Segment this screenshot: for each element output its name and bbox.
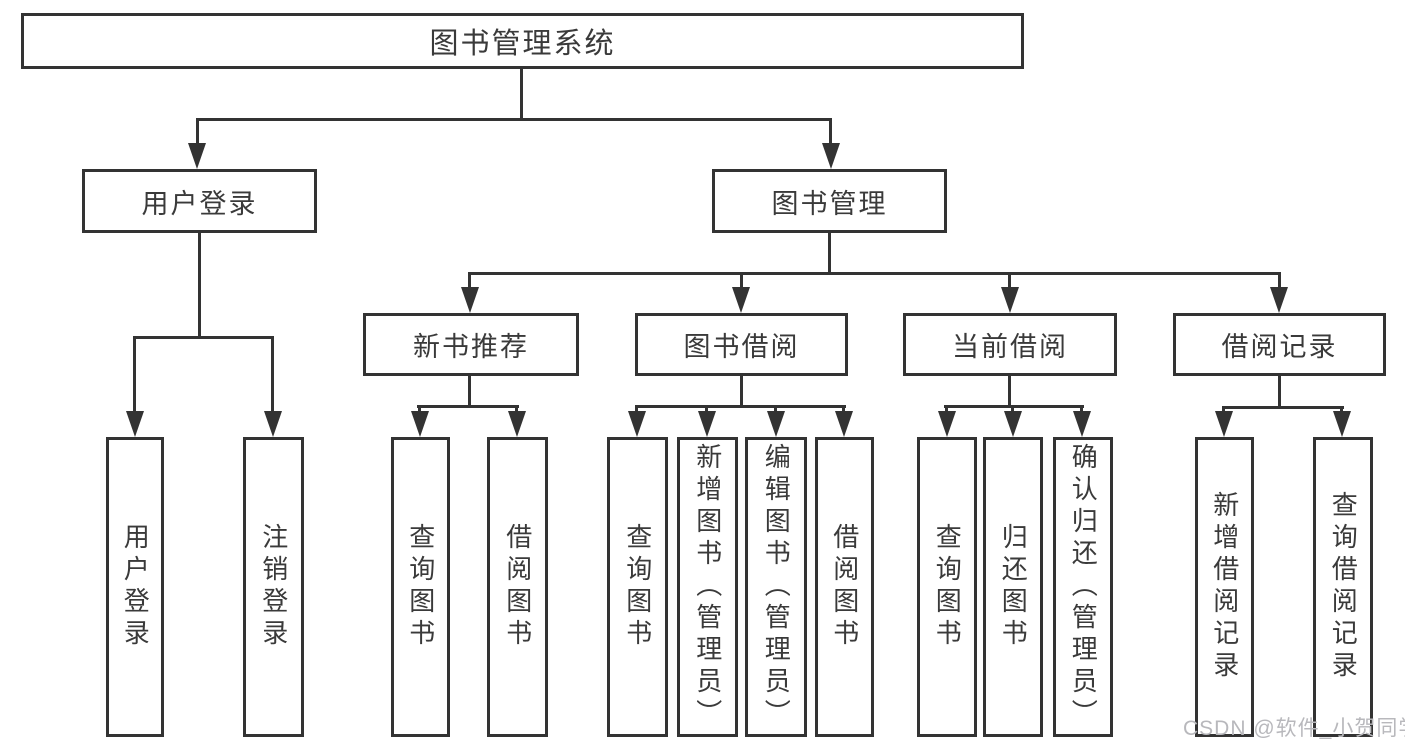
node-new-book-recommend: 新书推荐 [363, 313, 579, 376]
connector-line [829, 118, 832, 150]
node-leaf-return-books: 归还图书 [983, 437, 1043, 737]
arrow-down-icon [835, 411, 853, 437]
arrow-down-icon [767, 411, 785, 437]
arrow-down-icon [628, 411, 646, 437]
connector-line [842, 405, 845, 415]
connector-line [944, 405, 1084, 408]
connector-line [468, 272, 471, 296]
node-label: 图书管理系统 [429, 28, 616, 60]
node-label: 图书管理 [771, 188, 888, 219]
connector-line [1278, 375, 1281, 409]
connector-line [828, 233, 831, 275]
node-label: 借阅图书 [502, 523, 533, 651]
arrow-down-icon [126, 411, 144, 437]
connector-line [635, 405, 846, 408]
node-label: 新增借阅记录 [1209, 491, 1240, 683]
arrow-down-icon [264, 411, 282, 437]
connector-line [1278, 272, 1281, 296]
arrow-down-icon [508, 411, 526, 437]
arrow-down-icon [822, 143, 840, 169]
node-leaf-query-books-2: 查询图书 [607, 437, 668, 737]
node-book-management: 图书管理 [712, 169, 947, 233]
connector-line [1011, 405, 1014, 415]
node-book-borrowing: 图书借阅 [635, 313, 848, 376]
connector-line [468, 272, 1281, 275]
arrow-down-icon [1001, 287, 1019, 313]
connector-line [520, 69, 523, 121]
connector-line [198, 233, 201, 339]
node-current-borrowing: 当前借阅 [903, 313, 1117, 376]
node-user-login: 用户登录 [82, 169, 317, 233]
arrow-down-icon [938, 411, 956, 437]
node-label: 新增图书（管理员） [692, 443, 723, 731]
arrow-down-icon [461, 287, 479, 313]
watermark: CSDN @软件_小贺同学 [1183, 717, 1405, 740]
connector-line [1008, 272, 1011, 296]
connector-line [133, 336, 136, 417]
node-label: 借阅图书 [829, 523, 860, 651]
connector-line [468, 375, 471, 408]
connector-line [705, 405, 708, 415]
connector-line [133, 336, 274, 339]
arrow-down-icon [1073, 411, 1091, 437]
node-label: 归还图书 [998, 523, 1029, 651]
connector-line [1340, 406, 1343, 415]
node-label: 查询图书 [622, 523, 653, 651]
connector-line [1222, 406, 1225, 415]
node-label: 新书推荐 [413, 332, 529, 362]
arrow-down-icon [732, 287, 750, 313]
node-leaf-borrow-books-1: 借阅图书 [487, 437, 548, 737]
node-borrow-records: 借阅记录 [1173, 313, 1386, 376]
arrow-down-icon [1270, 287, 1288, 313]
connector-line [945, 405, 948, 415]
node-leaf-query-books-1: 查询图书 [391, 437, 450, 737]
node-leaf-user-login: 用户登录 [106, 437, 164, 737]
node-label: 用户登录 [141, 188, 258, 219]
node-label: 注销登录 [258, 523, 289, 651]
node-label: 图书借阅 [683, 332, 800, 362]
arrow-down-icon [1004, 411, 1022, 437]
node-leaf-add-books-admin: 新增图书（管理员） [677, 437, 738, 737]
connector-line [740, 375, 743, 408]
node-label: 借阅记录 [1221, 332, 1338, 362]
connector-line [1080, 405, 1083, 415]
node-leaf-query-borrow-record: 查询借阅记录 [1313, 437, 1373, 737]
arrow-down-icon [411, 411, 429, 437]
node-label: 用户登录 [120, 523, 151, 651]
node-label: 查询图书 [405, 523, 436, 651]
arrow-down-icon [1333, 411, 1351, 437]
connector-line [417, 405, 519, 408]
arrow-down-icon [1215, 411, 1233, 437]
node-label: 查询借阅记录 [1328, 491, 1359, 683]
node-book-management-system: 图书管理系统 [21, 13, 1024, 69]
connector-line [196, 118, 199, 150]
node-leaf-add-borrow-record: 新增借阅记录 [1195, 437, 1254, 737]
node-label: 确认归还（管理员） [1068, 443, 1099, 731]
connector-line [1222, 406, 1344, 409]
arrow-down-icon [698, 411, 716, 437]
connector-line [196, 118, 832, 121]
connector-line [740, 272, 743, 296]
node-label: 查询图书 [932, 523, 963, 651]
node-leaf-confirm-return-admin: 确认归还（管理员） [1053, 437, 1113, 737]
node-label: 当前借阅 [952, 332, 1068, 362]
connector-line [635, 405, 638, 415]
connector-line [515, 405, 518, 415]
node-leaf-edit-books-admin: 编辑图书（管理员） [745, 437, 807, 737]
arrow-down-icon [188, 143, 206, 169]
connector-line [1008, 375, 1011, 408]
node-leaf-logout: 注销登录 [243, 437, 304, 737]
node-leaf-query-books-3: 查询图书 [917, 437, 977, 737]
connector-line [774, 405, 777, 415]
node-label: 编辑图书（管理员） [761, 443, 792, 731]
node-leaf-borrow-books-2: 借阅图书 [815, 437, 874, 737]
connector-line [271, 336, 274, 417]
connector-line [418, 405, 421, 415]
